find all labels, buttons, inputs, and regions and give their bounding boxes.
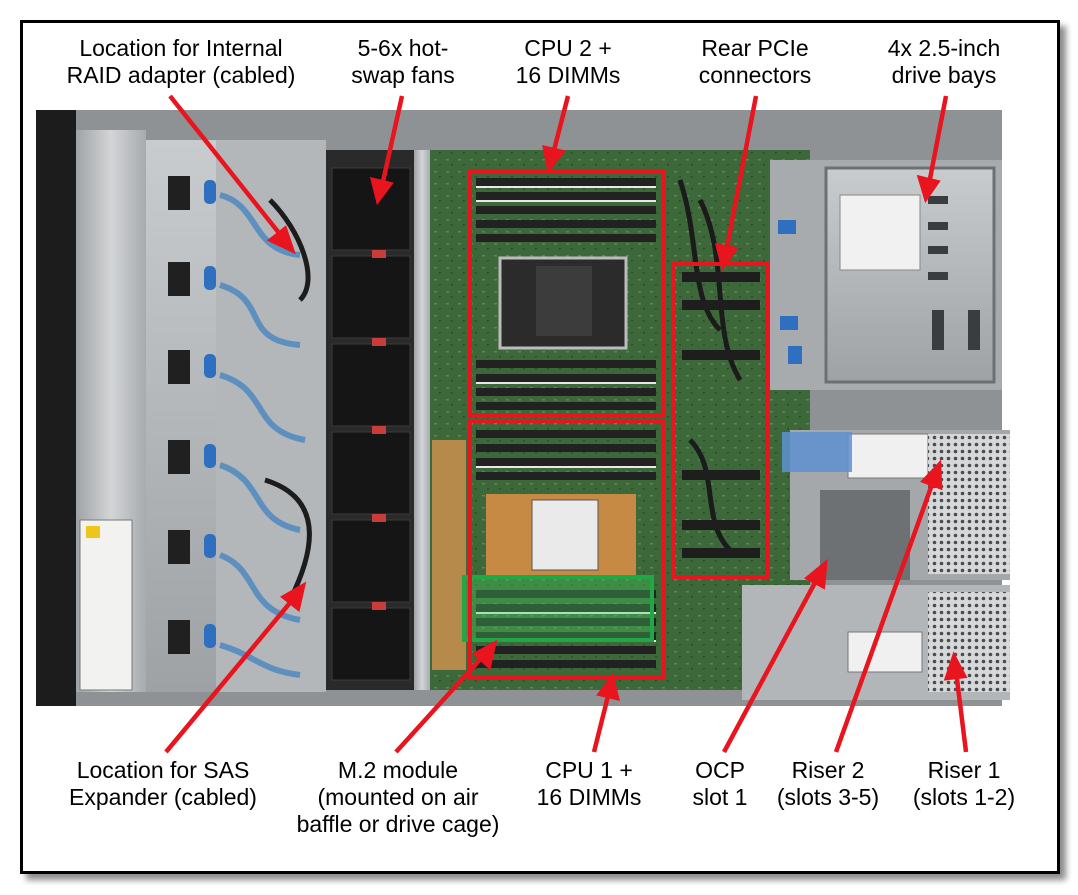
heatsink-fins	[432, 440, 466, 670]
pcie-highlight-box	[671, 262, 769, 579]
label-cpu1: CPU 1 + 16 DIMMs	[536, 757, 642, 810]
blue-latches	[204, 180, 216, 648]
label-m2-module: M.2 module (mounted on air baffle or dri…	[296, 757, 500, 837]
label-cpu2: CPU 2 + 16 DIMMs	[515, 35, 621, 88]
service-label	[79, 519, 133, 691]
label-sas-expander: Location for SAS Expander (cabled)	[69, 757, 257, 810]
label-drive-bays: 4x 2.5-inch drive bays	[887, 35, 1001, 88]
arrow-icon	[164, 94, 969, 754]
cpu2-highlight-box	[468, 169, 666, 417]
dimm-icon	[476, 178, 656, 668]
label-rear-pcie: Rear PCIe connectors	[698, 35, 812, 88]
backplane-connectors	[168, 176, 190, 654]
m2-highlight-box	[462, 575, 654, 642]
label-raid: Location for Internal RAID adapter (cabl…	[66, 35, 296, 88]
cable-icon	[218, 192, 306, 678]
label-ocp-slot: OCP slot 1	[692, 757, 748, 810]
cpu1-highlight-box	[468, 419, 666, 679]
label-fans: 5-6x hot- swap fans	[351, 35, 455, 88]
fan-icon	[331, 167, 411, 681]
diagram-frame: Location for Internal RAID adapter (cabl…	[20, 20, 1060, 874]
warning-icon	[86, 526, 100, 538]
ocp-card	[820, 490, 910, 580]
label-riser-1: Riser 1 (slots 1-2)	[912, 757, 1016, 810]
front-bezel	[36, 110, 76, 706]
server-photo	[36, 94, 1010, 754]
label-riser-2: Riser 2 (slots 3-5)	[776, 757, 880, 810]
drive-backplane	[146, 140, 216, 692]
cable-bay	[216, 140, 326, 692]
